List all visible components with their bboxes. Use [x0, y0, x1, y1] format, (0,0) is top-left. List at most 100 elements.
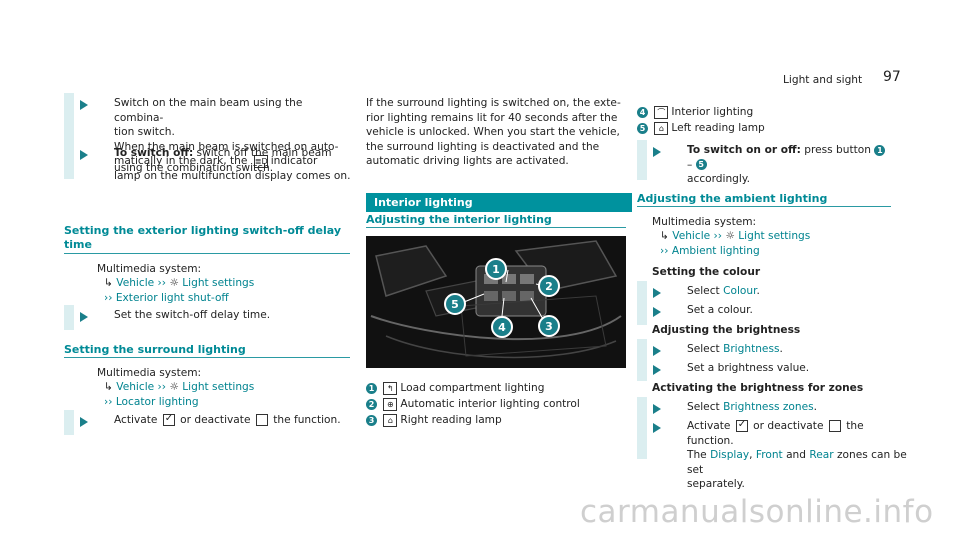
path-separator-icon: ››: [660, 245, 672, 257]
path-vehicle-link[interactable]: Vehicle: [116, 381, 155, 393]
menu-path-intro: Multimedia system:: [97, 367, 202, 379]
step-hint-bar: [637, 339, 647, 381]
step-set-colour: Set a colour.: [687, 304, 753, 316]
step-hint-bar: [64, 305, 74, 330]
path-vehicle-link[interactable]: Vehicle: [672, 230, 711, 242]
heading-ambient: Adjusting the ambient lighting: [637, 192, 828, 205]
callout-3-icon: 3: [538, 315, 560, 337]
colour-link[interactable]: Colour: [723, 285, 757, 297]
checked-box-icon: ✓: [735, 419, 748, 432]
step-arrow-icon: [653, 307, 661, 317]
legend-item: 1 ↰Load compartment lighting: [366, 380, 580, 396]
step-hint-bar: [637, 140, 647, 180]
light-settings-icon: ☼: [169, 381, 179, 393]
menu-path: ↳ Vehicle ›› ☼ Light settings: [104, 380, 254, 395]
svg-text:2: 2: [545, 280, 553, 293]
display-zone-link[interactable]: Display: [710, 449, 750, 461]
legend-item: 3 ⌂Right reading lamp: [366, 412, 580, 428]
unchecked-box-icon: [255, 414, 268, 426]
step-arrow-icon: [653, 288, 661, 298]
light-settings-icon: ☼: [725, 230, 735, 242]
step-activate-zones: Activate ✓ or deactivate the function. T…: [687, 419, 907, 490]
step-hint-bar: [637, 281, 647, 325]
interior-lighting-illustration: 1 2 3 4 5: [366, 236, 626, 368]
step-arrow-icon: [653, 365, 661, 375]
step-arrow-icon: [653, 147, 661, 157]
path-light-settings-link[interactable]: Light settings: [738, 230, 811, 242]
path-locator-link[interactable]: Locator lighting: [115, 396, 199, 408]
step-arrow-icon: [80, 150, 88, 160]
checked-box-icon: ✓: [162, 413, 175, 426]
menu-path: ↳ Vehicle ›› ☼ Light settings: [104, 276, 254, 291]
step-arrow-icon: [653, 423, 661, 433]
callout-1-icon: 1: [485, 258, 507, 280]
heading-rule: [637, 206, 891, 207]
menu-path-intro: Multimedia system:: [652, 216, 757, 228]
step-switch-on-off: To switch on or off: press button 4 1 – …: [687, 143, 887, 187]
path-start-icon: ↳: [104, 381, 113, 393]
heading-rule: [64, 253, 350, 254]
step-arrow-icon: [653, 404, 661, 414]
right-reading-lamp-icon: ⌂: [383, 413, 398, 427]
path-light-settings-link[interactable]: Light settings: [182, 277, 255, 289]
path-light-settings-link[interactable]: Light settings: [182, 381, 255, 393]
menu-path-line2: ›› Exterior light shut-off: [104, 291, 229, 306]
svg-text:3: 3: [545, 320, 553, 333]
legend-list: 1 ↰Load compartment lighting 2 ⊕Automati…: [366, 380, 580, 428]
heading-surround: Setting the surround lighting: [64, 343, 246, 356]
path-exterior-shutoff-link[interactable]: Exterior light shut-off: [115, 292, 229, 304]
heading-zones: Activating the brightness for zones: [652, 382, 864, 394]
heading-colour: Setting the colour: [652, 266, 761, 278]
step-arrow-icon: [80, 312, 88, 322]
step-activate-surround: Activate ✓ or deactivate the function.: [114, 413, 341, 426]
callout-4-icon: 4: [491, 316, 513, 338]
menu-path-line2: ›› Locator lighting: [104, 395, 199, 410]
heading-adjust-interior: Adjusting the interior lighting: [366, 213, 552, 226]
path-separator-icon: ››: [104, 396, 116, 408]
left-reading-lamp-icon: ⌂: [654, 121, 669, 135]
menu-path: ↳ Vehicle ›› ☼ Light settings: [660, 229, 810, 244]
step-set-brightness: Set a brightness value.: [687, 362, 810, 374]
path-vehicle-link[interactable]: Vehicle: [116, 277, 155, 289]
legend-item: 4 ⌒Interior lighting: [637, 104, 765, 120]
callout-5-icon: 5: [444, 293, 466, 315]
step-hint-bar: [64, 93, 74, 179]
heading-brightness: Adjusting the brightness: [652, 324, 801, 336]
step-hint-bar: [64, 410, 74, 435]
brightness-zones-link[interactable]: Brightness zones: [723, 401, 814, 413]
menu-path-intro: Multimedia system:: [97, 263, 202, 275]
step-arrow-icon: [80, 417, 88, 427]
step-select-colour: Select Colour.: [687, 285, 760, 297]
heading-rule: [366, 227, 626, 228]
step-hint-bar: [637, 397, 647, 459]
section-title: Light and sight: [783, 74, 863, 86]
menu-path-line2: ›› Ambient lighting: [660, 244, 760, 259]
load-compartment-light-icon: ↰: [383, 381, 398, 395]
page-number: 97: [883, 69, 901, 85]
path-separator-icon: ››: [157, 277, 170, 289]
main-beam-indicator-icon: ≣D: [253, 154, 268, 168]
svg-text:5: 5: [451, 298, 459, 311]
surround-intro: If the surround lighting is switched on,…: [366, 97, 621, 167]
step-switch-off: To switch off: switch off the main beam …: [114, 147, 332, 174]
svg-text:4: 4: [498, 321, 506, 334]
rear-zone-link[interactable]: Rear: [809, 449, 834, 461]
auto-interior-light-icon: ⊕: [383, 397, 398, 411]
step-select-zones: Select Brightness zones.: [687, 401, 818, 413]
section-banner-interior: Interior lighting: [366, 193, 632, 212]
path-separator-icon: ››: [104, 292, 116, 304]
step-select-brightness: Select Brightness.: [687, 343, 783, 355]
interior-light-icon: ⌒: [654, 105, 669, 119]
front-zone-link[interactable]: Front: [755, 449, 783, 461]
callout-2-icon: 2: [538, 275, 560, 297]
legend-item: 2 ⊕Automatic interior lighting control: [366, 396, 580, 412]
path-ambient-link[interactable]: Ambient lighting: [671, 245, 760, 257]
brightness-link[interactable]: Brightness: [723, 343, 780, 355]
step-arrow-icon: [653, 346, 661, 356]
unchecked-box-icon: [828, 420, 841, 432]
step-set-delay: Set the switch-off delay time.: [114, 309, 271, 321]
step-arrow-icon: [80, 100, 88, 110]
svg-text:1: 1: [492, 263, 500, 276]
path-separator-icon: ››: [157, 381, 170, 393]
